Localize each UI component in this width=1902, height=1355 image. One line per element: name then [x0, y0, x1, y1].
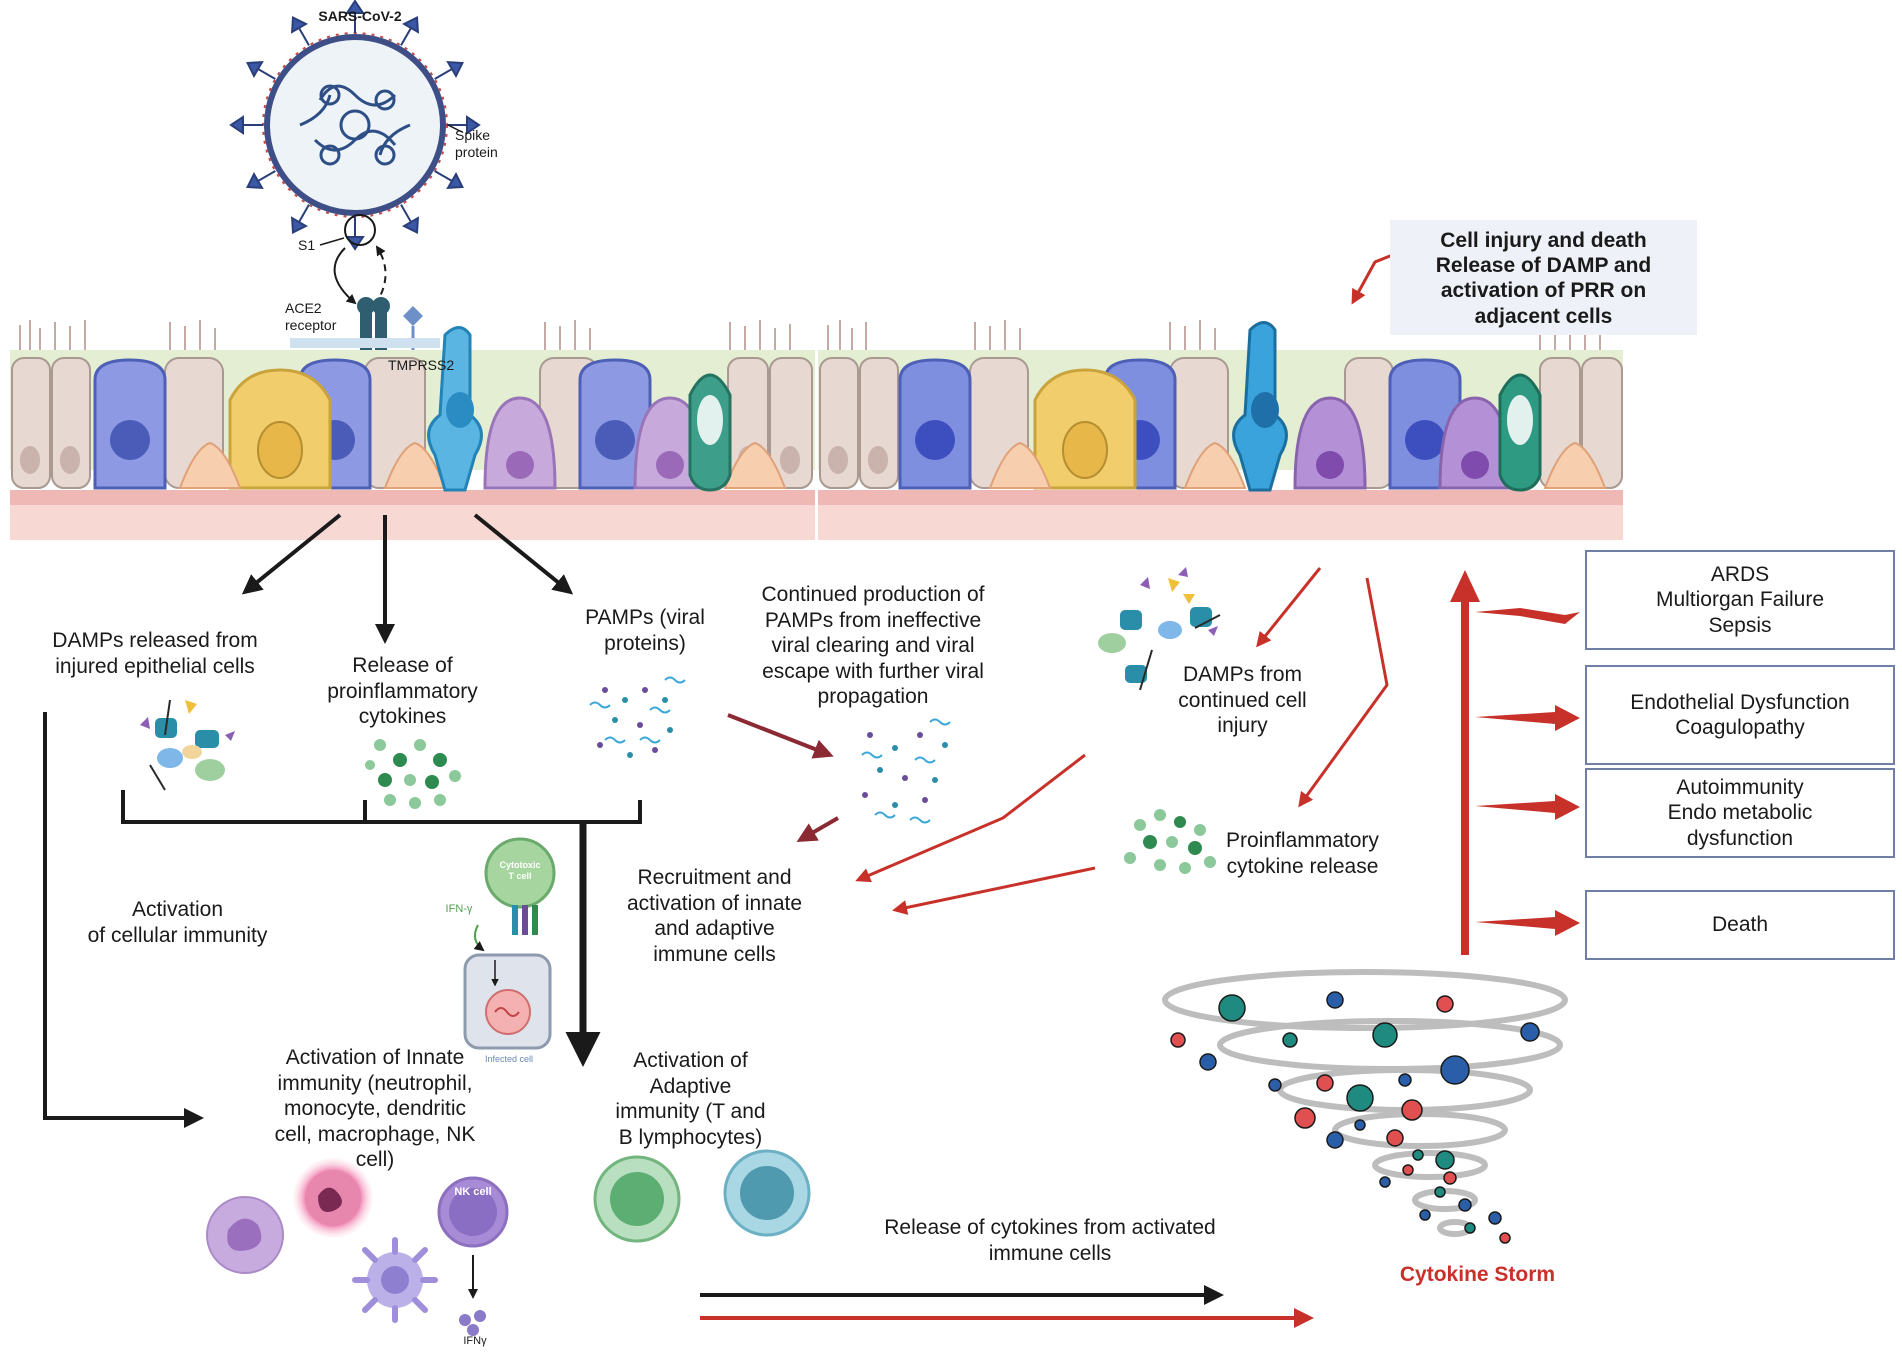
continued-pamps-label: Continued production of PAMPs from ineff…	[761, 583, 985, 709]
cytokine-storm-label: Cytokine Storm	[1399, 1263, 1556, 1286]
release-cytokines-label: Release of cytokines from activated immu…	[884, 1216, 1216, 1265]
proinflammatory-release-label: Proinflammatory cytokine release	[1226, 829, 1379, 878]
pamps-particles-middle	[861, 718, 951, 824]
spike-protein-label: Spike protein	[455, 127, 498, 161]
left-black-arrows	[43, 513, 1224, 1305]
callout-line-1: Cell injury and death	[1440, 229, 1647, 252]
pamps-label: PAMPs (viral proteins)	[585, 606, 705, 655]
innate-immunity-label: Activation of Innate immunity (neutrophi…	[274, 1046, 476, 1172]
tmprss2-label: TMPRSS2	[388, 357, 455, 373]
darkred-arrows	[727, 713, 840, 843]
outcome-box-death: Death	[1585, 890, 1895, 960]
epithelium-right	[818, 320, 1623, 540]
infected-cell-label: Infected cell	[484, 1054, 534, 1064]
pamps-particles-left	[589, 676, 686, 758]
cytokine-dots-right	[1124, 809, 1216, 874]
callout-line-2: Release of DAMP and	[1435, 254, 1652, 278]
cytotoxic-tcell-label: Cytotoxic T cell	[499, 860, 541, 881]
virus-title: SARS-CoV-2	[318, 8, 402, 24]
damps-cluster-right	[1098, 567, 1221, 691]
callout-line-4: adjacent cells	[1474, 304, 1613, 328]
virus-particle	[229, 0, 481, 358]
recruitment-label: Recruitment and activation of innate and…	[626, 866, 803, 966]
cytokine-storm-particles	[1170, 991, 1540, 1244]
s1-label: S1	[298, 237, 316, 253]
epithelium-left	[10, 320, 815, 540]
ifn-gamma-label: IFNγ	[463, 1335, 487, 1347]
outcome-box-ards: ARDS Multiorgan Failure Sepsis	[1585, 550, 1895, 650]
nk-cell-label: NK cell	[454, 1186, 492, 1198]
red-arrows	[700, 248, 1406, 1328]
damps-cluster-left	[140, 699, 235, 791]
cytokine-dots-left	[365, 739, 461, 809]
ace2-receptor-label: ACE2 receptor	[285, 300, 337, 334]
proinflammatory-cytokines-label: Release of proinflammatory cytokines	[327, 654, 478, 729]
damps-continued-label: DAMPs from continued cell injury	[1178, 663, 1307, 738]
ifn-gamma-small-label: IFN-γ	[445, 903, 473, 915]
damps-released-label: DAMPs released from injured epithelial c…	[52, 629, 258, 678]
cytotoxic-tcell-illustration	[463, 837, 556, 1050]
outcome-box-endothelial: Endothelial Dysfunction Coagulopathy	[1585, 665, 1895, 765]
callout-line-3: activation of PRR on	[1440, 279, 1647, 303]
adaptive-cells-illustration	[593, 1149, 811, 1243]
innate-cells-illustration	[206, 1158, 509, 1336]
cell-injury-callout: Cell injury and death Release of DAMP an…	[1390, 220, 1697, 335]
outcome-box-autoimmunity: Autoimmunity Endo metabolic dysfunction	[1585, 768, 1895, 858]
outcome-arrows	[1450, 570, 1580, 955]
adaptive-immunity-label: Activation of Adaptive immunity (T and B…	[615, 1049, 766, 1149]
cellular-immunity-label: Activation of cellular immunity	[87, 898, 268, 947]
